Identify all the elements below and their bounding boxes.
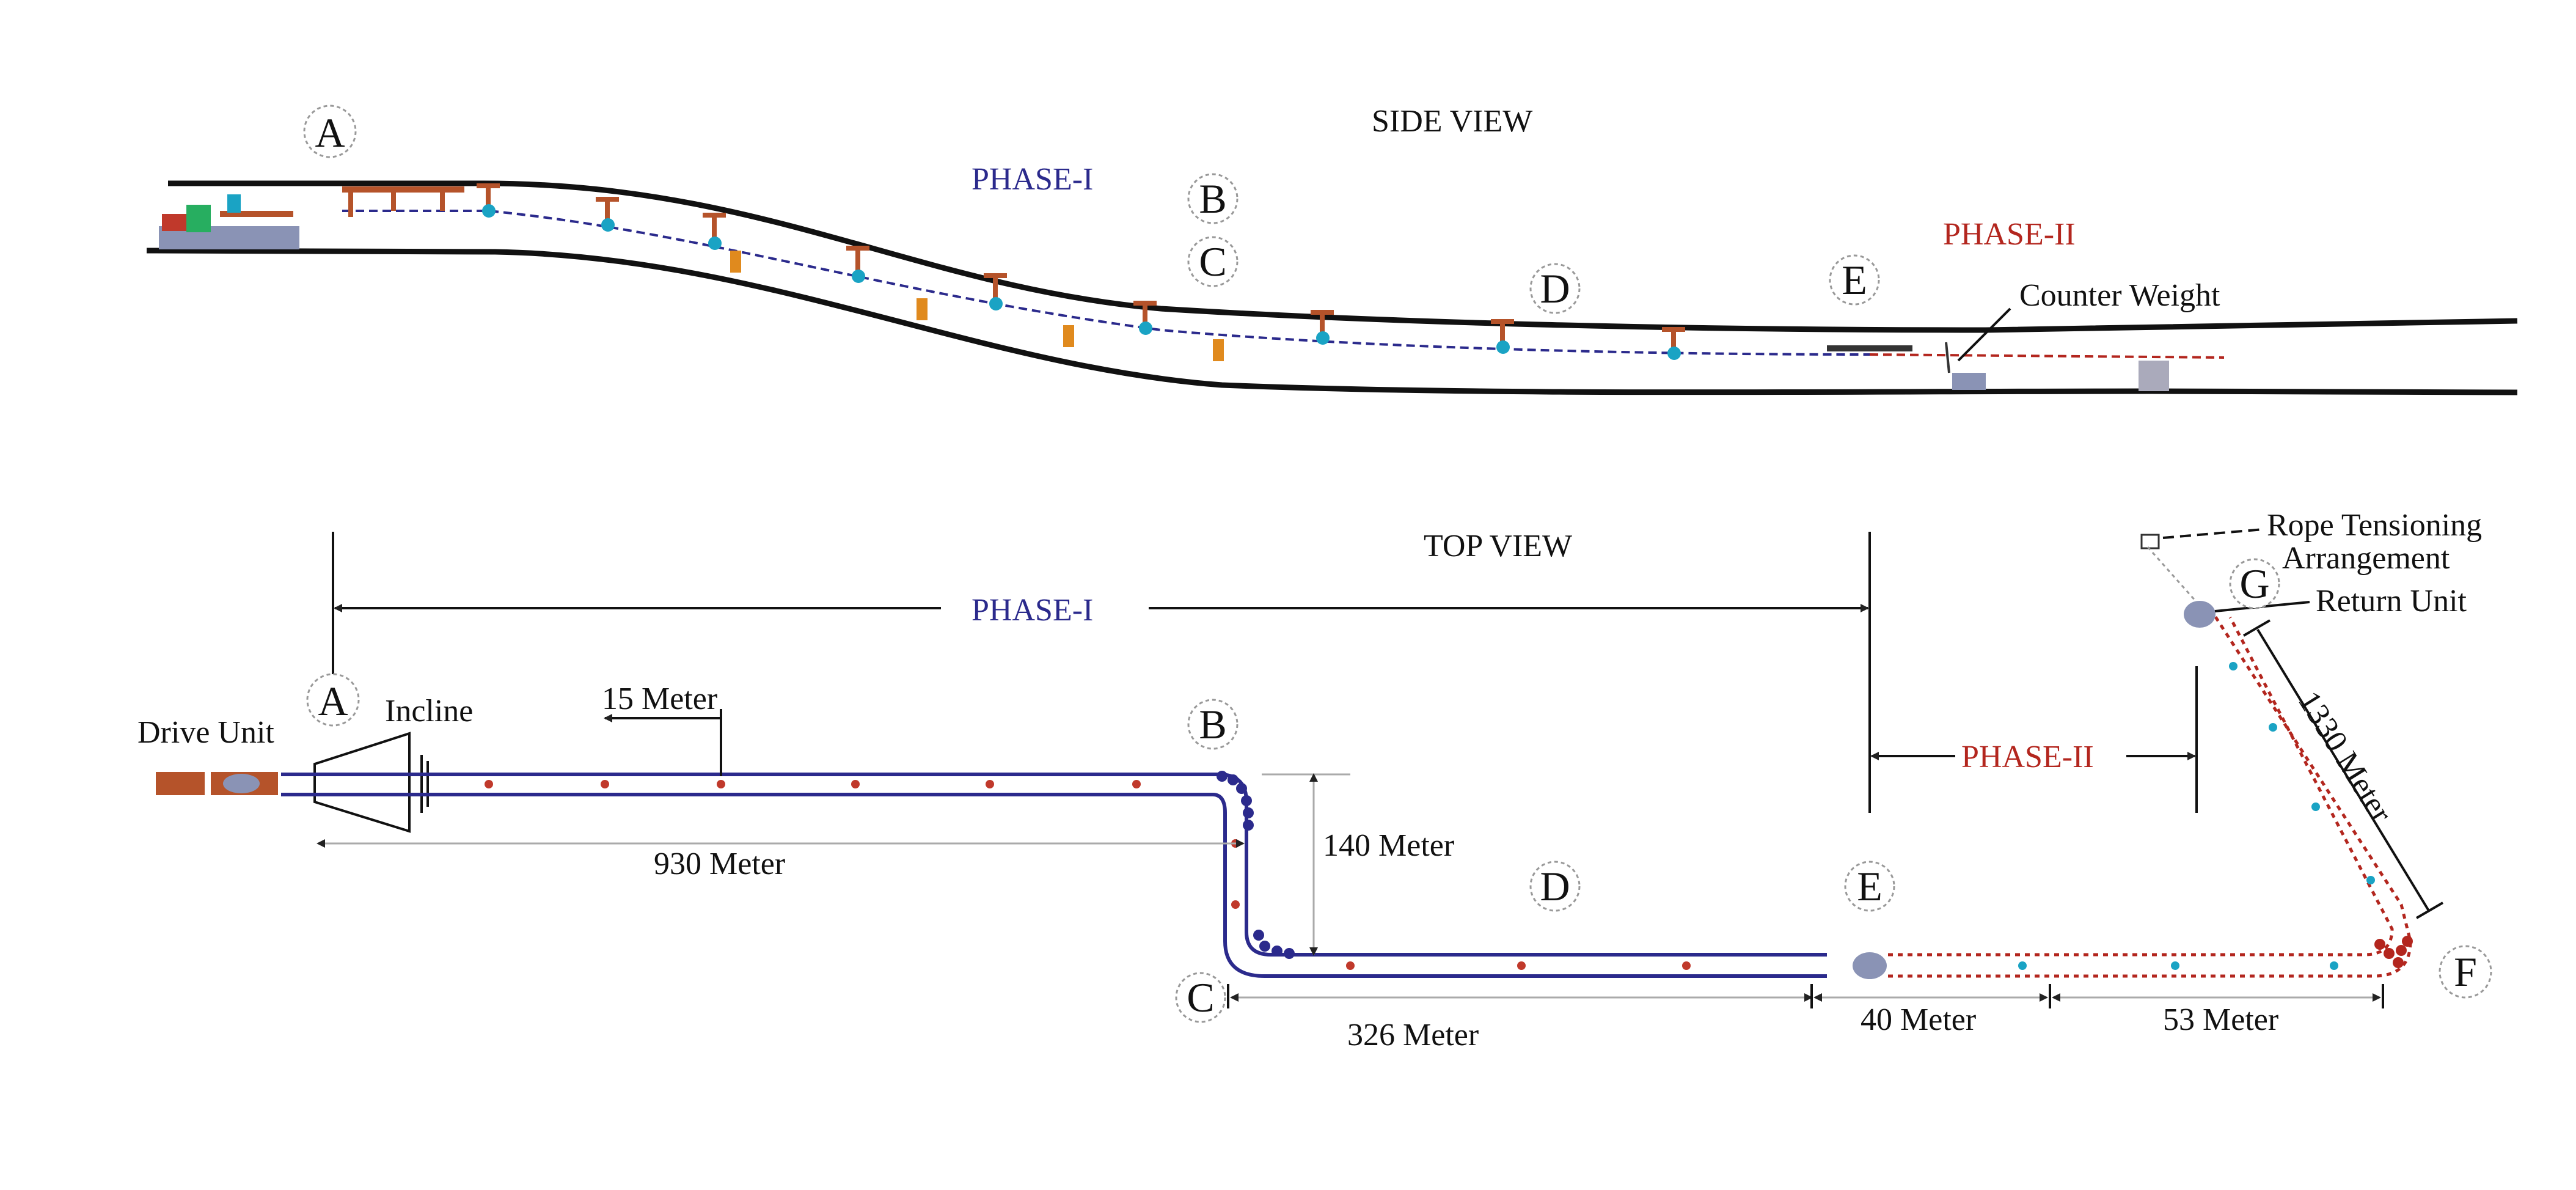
side-upper-ground-line	[168, 180, 2518, 333]
top-rope-tensioning-block	[2140, 534, 2160, 549]
top-tail-pulley-e	[1853, 952, 1887, 979]
top-return-unit-pulley	[2184, 601, 2216, 628]
side-point-c: C	[1187, 236, 1239, 287]
svg-text:B: B	[1199, 175, 1226, 222]
svg-text:F: F	[2454, 949, 2477, 995]
side-supports	[342, 183, 1685, 352]
side-point-d: D	[1529, 263, 1581, 314]
side-drive-station	[159, 194, 299, 249]
side-chairs	[730, 251, 1224, 361]
top-phase2-conveyor	[1888, 610, 2412, 978]
rope-tensioning-label-line1: Rope Tensioning	[2267, 508, 2482, 543]
top-point-f: F	[2439, 945, 2492, 999]
side-phase1-label: PHASE-I	[971, 162, 1093, 197]
top-incline-funnel	[313, 732, 429, 833]
top-corner-rollers-c	[1253, 930, 1295, 959]
side-point-b: B	[1187, 173, 1239, 224]
top-phase2-idlers	[2018, 662, 2375, 970]
side-view: SIDE VIEW PHASE-I PHASE-II	[146, 104, 2518, 395]
side-point-a: A	[303, 105, 357, 158]
svg-text:G: G	[2239, 560, 2269, 607]
return-unit-label: Return Unit	[2316, 584, 2467, 619]
top-point-e: E	[1844, 861, 1895, 912]
svg-text:C: C	[1199, 238, 1226, 285]
top-point-g: G	[2229, 558, 2280, 609]
rope-tensioning-leader	[2162, 528, 2264, 539]
incline-label: Incline	[385, 694, 473, 729]
top-point-b: B	[1187, 699, 1239, 750]
dim-c-to-e-label: 326 Meter	[1347, 1018, 1479, 1052]
dim-b-to-c-label: 140 Meter	[1323, 828, 1454, 863]
svg-text:E: E	[1857, 863, 1883, 909]
top-phase1-idlers	[485, 780, 1691, 970]
side-carriers	[482, 204, 1681, 360]
top-point-a: A	[306, 673, 360, 727]
svg-text:D: D	[1540, 863, 1570, 909]
top-view-title: TOP VIEW	[1424, 529, 1572, 564]
side-point-e: E	[1829, 254, 1880, 306]
top-point-d: D	[1529, 861, 1581, 912]
svg-text:A: A	[315, 109, 345, 156]
svg-text:E: E	[1842, 257, 1867, 303]
rope-tensioning-label-line2: Arrangement	[2282, 541, 2450, 576]
side-phase1-rope	[342, 210, 1870, 356]
svg-text:C: C	[1187, 974, 1214, 1021]
dim-a-to-b-label: 930 Meter	[654, 847, 785, 881]
side-tension-station	[1827, 342, 2169, 391]
side-phase2-rope	[1869, 353, 2225, 359]
dim-to-f-label: 53 Meter	[2163, 1002, 2278, 1037]
top-view: TOP VIEW PHASE-I PHASE-II Drive Unit Inc…	[137, 508, 2492, 1052]
side-view-title: SIDE VIEW	[1372, 104, 1532, 139]
svg-text:A: A	[318, 678, 348, 724]
svg-text:D: D	[1540, 265, 1570, 312]
top-phase1-label: PHASE-I	[971, 593, 1093, 628]
dim-e-segment-label: 40 Meter	[1861, 1002, 1976, 1037]
top-drive-unit	[156, 772, 278, 795]
top-point-c: C	[1175, 972, 1226, 1023]
side-phase2-label: PHASE-II	[1943, 217, 2076, 252]
counter-weight-leader	[1957, 307, 2011, 362]
svg-text:B: B	[1199, 701, 1226, 747]
dim-spacing-label: 15 Meter	[602, 681, 717, 716]
side-lower-ground-line	[146, 248, 2518, 395]
top-phase2-label: PHASE-II	[1961, 740, 2094, 774]
top-corner-rollers-f	[2374, 936, 2413, 968]
top-phase1-conveyor	[281, 773, 1827, 978]
drive-unit-label: Drive Unit	[137, 715, 274, 750]
counter-weight-label: Counter Weight	[2019, 278, 2220, 313]
top-corner-rollers-b	[1217, 771, 1254, 831]
